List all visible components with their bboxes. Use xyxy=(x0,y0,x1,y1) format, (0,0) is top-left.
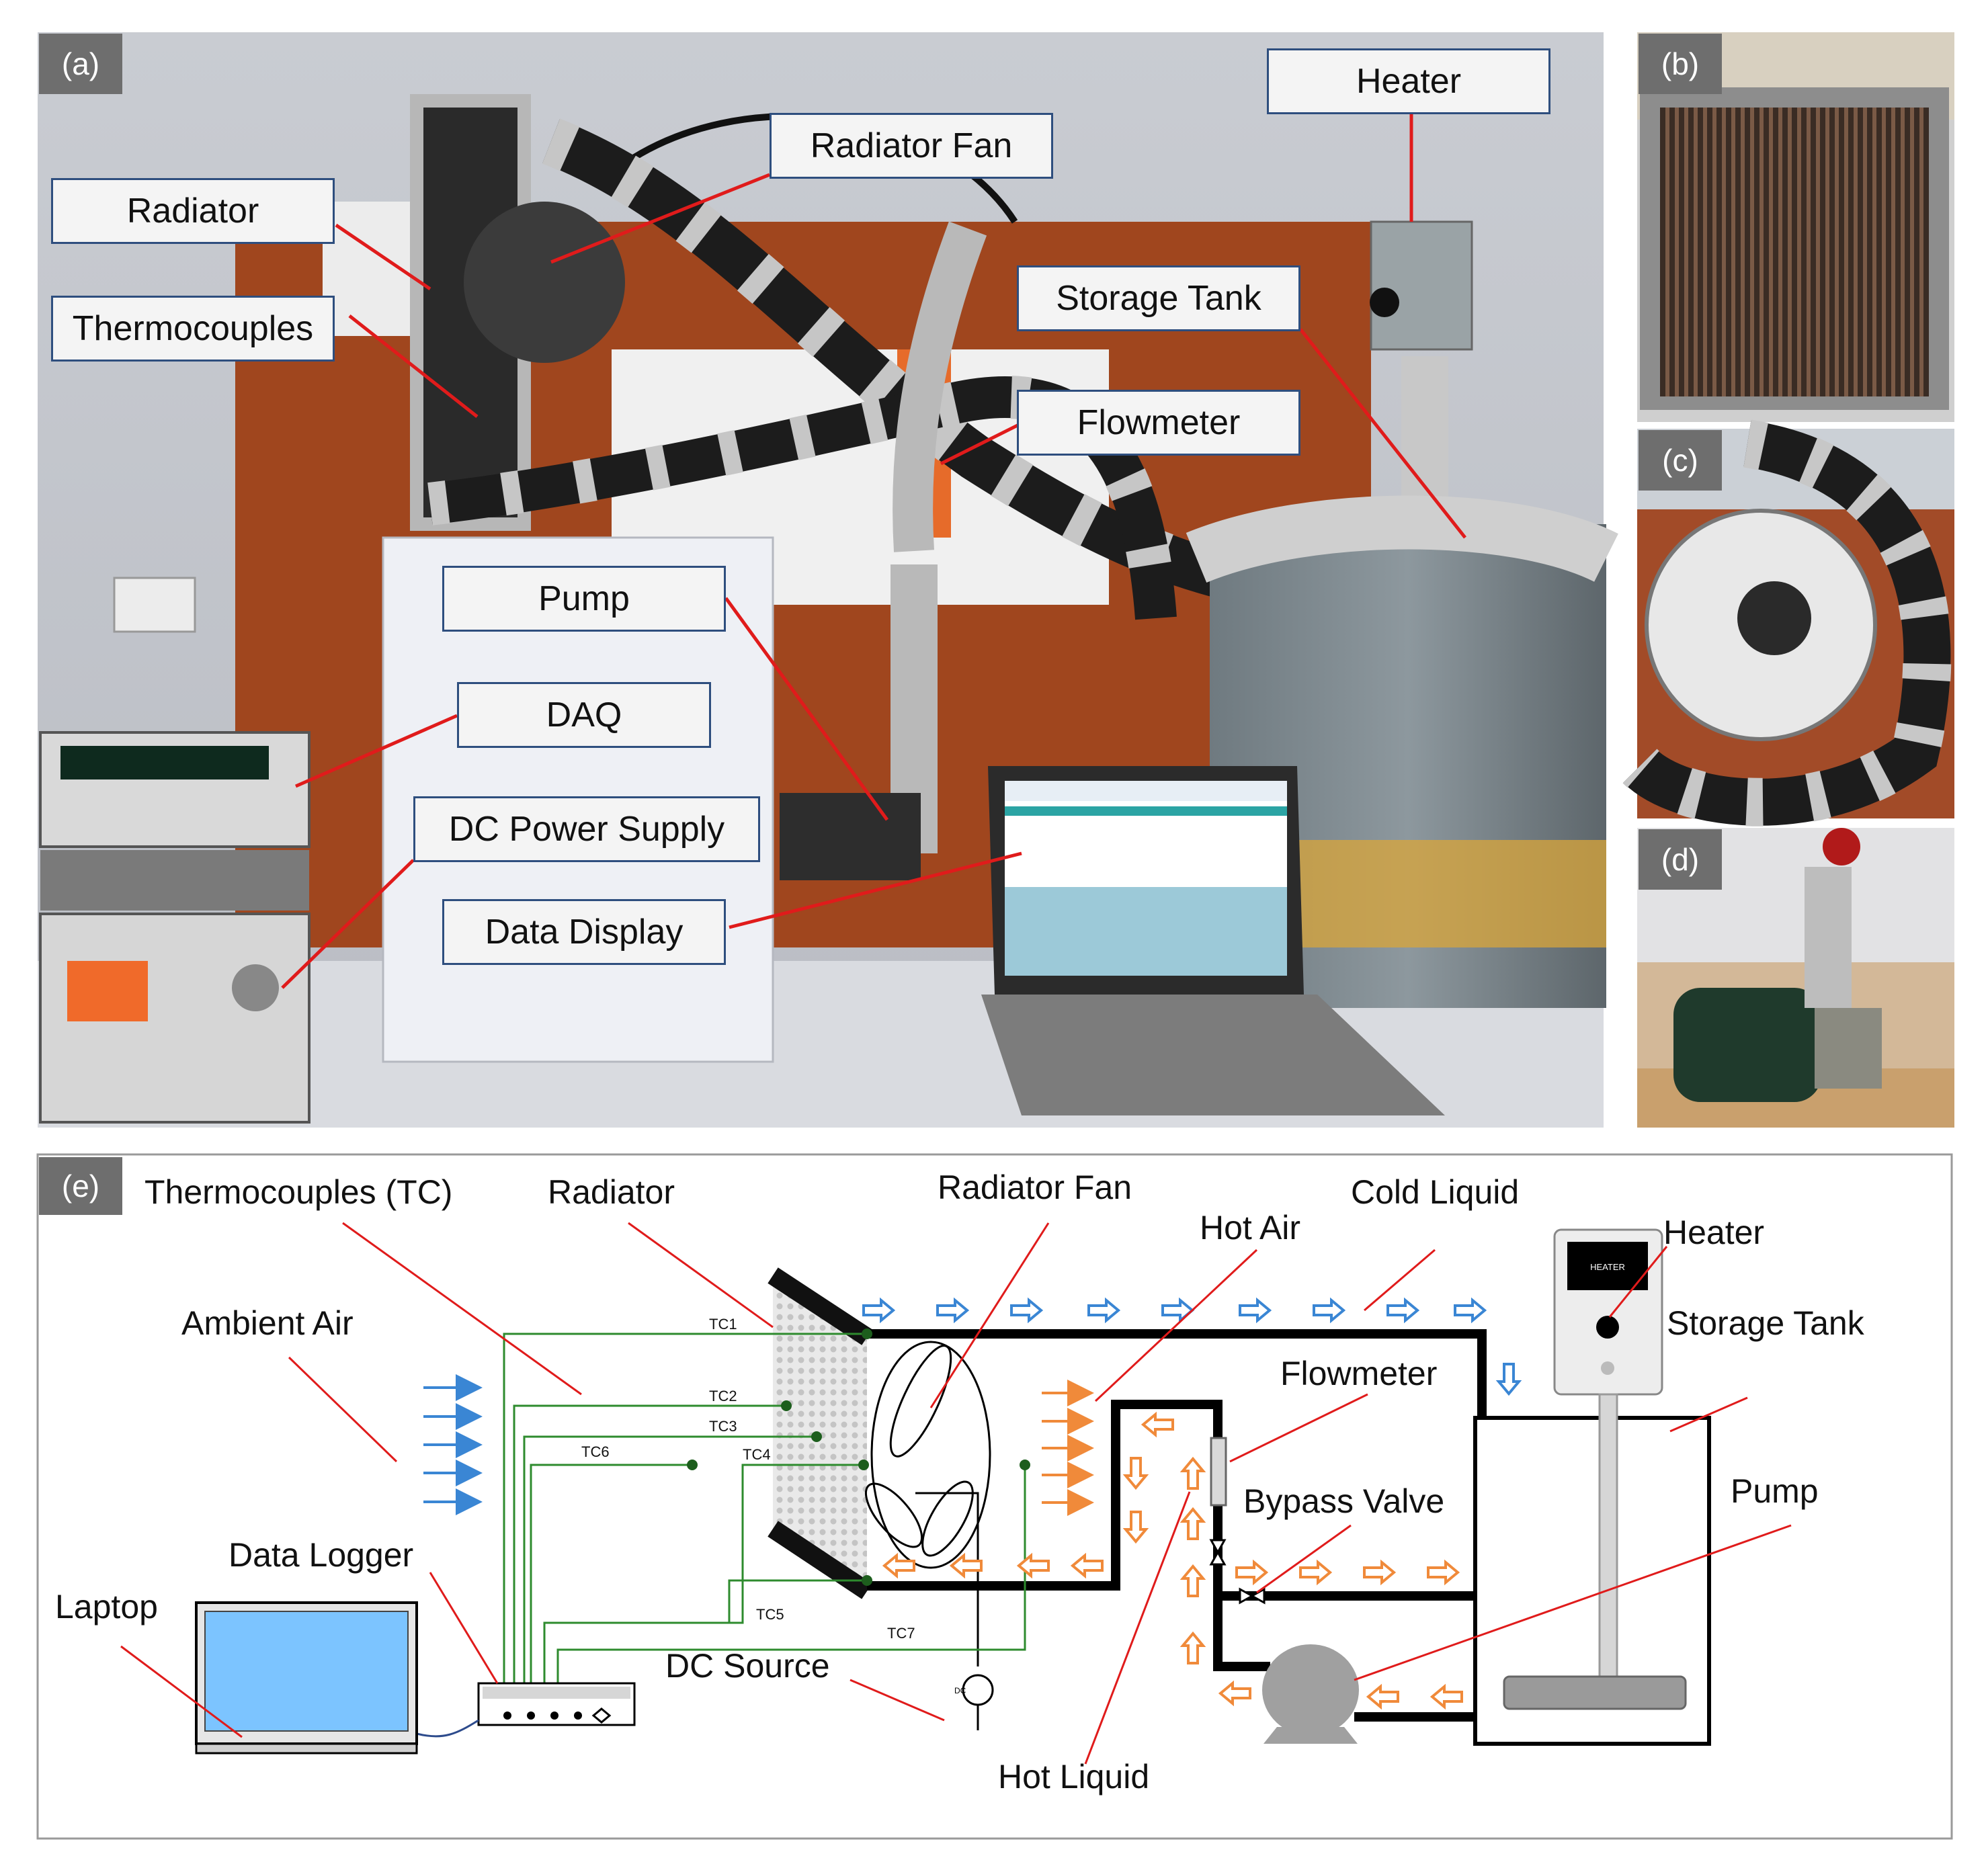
label-cold-liquid: Cold Liquid xyxy=(1351,1173,1520,1211)
callout-heater: Heater xyxy=(1267,48,1550,114)
photo-d xyxy=(1637,828,1954,1128)
photo-b xyxy=(1637,32,1954,422)
data-logger-icon xyxy=(477,1682,636,1726)
label-laptop: Laptop xyxy=(55,1588,158,1625)
tc-label-1: TC1 xyxy=(709,1316,737,1333)
label-ambient-air: Ambient Air xyxy=(181,1304,354,1342)
tc-label-2: TC2 xyxy=(709,1388,737,1404)
label-storage-tank: Storage Tank xyxy=(1667,1304,1864,1342)
label-heater: Heater xyxy=(1663,1214,1765,1251)
panel-label-a: (a) xyxy=(39,34,122,94)
panel-label-c: (c) xyxy=(1639,430,1722,491)
tc-label-7: TC7 xyxy=(887,1625,915,1642)
callout-data-display: Data Display xyxy=(442,899,726,965)
heater-box-text: HEATER xyxy=(1590,1262,1625,1272)
thermocouple-junctions xyxy=(687,1328,1030,1586)
callout-dc-power-supply: DC Power Supply xyxy=(413,796,760,862)
heater-box-icon: HEATER xyxy=(1503,1228,1687,1710)
label-bypass-valve: Bypass Valve xyxy=(1243,1482,1445,1520)
label-pump: Pump xyxy=(1731,1472,1819,1510)
svg-text:DC: DC xyxy=(954,1686,966,1695)
tc-label-5: TC5 xyxy=(756,1606,784,1623)
callout-flowmeter: Flowmeter xyxy=(1017,390,1300,456)
label-flowmeter: Flowmeter xyxy=(1280,1355,1438,1392)
tc-label-4: TC4 xyxy=(743,1446,771,1463)
label-dc-source: DC Source xyxy=(665,1647,830,1685)
pipe-loop xyxy=(867,1329,1487,1722)
tc-label-6: TC6 xyxy=(581,1443,610,1460)
fan-icon xyxy=(864,1341,991,1666)
label-data-logger: Data Logger xyxy=(229,1536,414,1574)
callout-radiator-fan: Radiator Fan xyxy=(770,113,1053,179)
label-radiator-fan: Radiator Fan xyxy=(938,1169,1132,1206)
thermocouple-wires xyxy=(503,1333,1026,1683)
panel-label-e: (e) xyxy=(39,1157,122,1215)
pump-icon xyxy=(1262,1644,1359,1744)
label-hot-air: Hot Air xyxy=(1200,1209,1301,1247)
photo-a xyxy=(38,32,1618,1128)
label-radiator: Radiator xyxy=(548,1173,675,1211)
tc-label-3: TC3 xyxy=(709,1418,737,1435)
flowmeter-icon xyxy=(1210,1437,1227,1507)
callout-pump: Pump xyxy=(442,566,726,632)
ambient-air-arrows xyxy=(423,1374,483,1515)
callout-storage-tank: Storage Tank xyxy=(1017,265,1300,331)
photo-c xyxy=(1622,419,1954,827)
panel-label-b: (b) xyxy=(1639,34,1722,94)
label-thermocouples: Thermocouples (TC) xyxy=(144,1173,453,1211)
dc-source-icon: DC xyxy=(954,1674,994,1730)
hot-air-arrows xyxy=(1042,1380,1094,1516)
photo-leader-lines xyxy=(281,111,1466,989)
schematic-leader-lines xyxy=(120,1222,1792,1765)
panel-label-d: (d) xyxy=(1639,829,1722,890)
callout-radiator: Radiator xyxy=(51,178,335,244)
label-hot-liquid: Hot Liquid xyxy=(998,1758,1150,1796)
callout-thermocouples: Thermocouples xyxy=(51,296,335,362)
laptop-icon xyxy=(195,1601,418,1755)
callout-daq: DAQ xyxy=(457,682,711,748)
valve-icon xyxy=(1209,1539,1266,1605)
